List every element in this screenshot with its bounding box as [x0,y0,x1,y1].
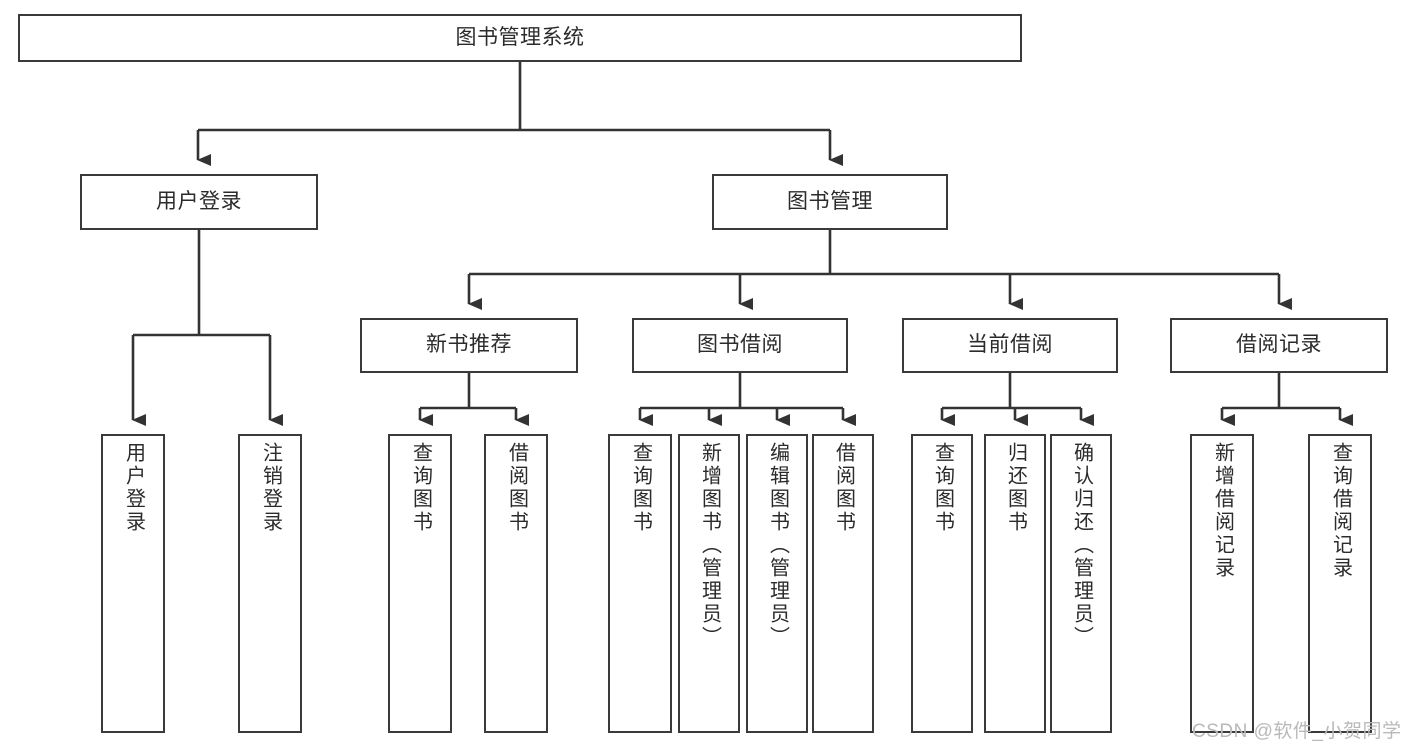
node-leaf-query-book-2-label: 查询图书 [629,442,652,534]
node-leaf-borrow-book-1-label: 借阅图书 [505,442,528,534]
node-leaf-query-book-3-label: 查询图书 [931,442,954,534]
node-leaf-borrow-book-2[interactable]: 借阅图书 [812,434,874,733]
book-borrow-connectors [638,373,856,426]
node-leaf-borrow-book-2-label: 借阅图书 [832,442,855,534]
node-leaf-user-login[interactable]: 用户登录 [101,434,165,733]
node-leaf-user-login-label: 用户登录 [122,442,145,534]
node-leaf-add-book-label: 新增图书（管理员） [698,442,721,649]
csdn-watermark: CSDN @软件_小贺同学 [1192,721,1402,742]
node-leaf-query-book-1-label: 查询图书 [409,442,432,534]
borrow-record-connectors [1220,373,1353,426]
node-book-manage[interactable]: 图书管理 [712,174,948,230]
node-borrow-record-label: 借阅记录 [1236,333,1322,357]
node-root-label: 图书管理系统 [455,25,585,49]
node-leaf-query-book-3[interactable]: 查询图书 [911,434,973,733]
user-login-connectors [131,230,283,426]
node-borrow-record[interactable]: 借阅记录 [1170,318,1388,373]
current-borrow-connectors [940,373,1094,426]
node-book-manage-label: 图书管理 [787,189,873,213]
node-new-book-recommend-label: 新书推荐 [426,333,512,357]
node-leaf-query-book-1[interactable]: 查询图书 [388,434,452,733]
book-manage-connectors [467,230,1292,310]
new-book-recommend-connectors [418,373,529,426]
node-leaf-borrow-book-1[interactable]: 借阅图书 [484,434,548,733]
root-connectors [196,62,843,166]
node-leaf-return-book[interactable]: 归还图书 [984,434,1046,733]
node-leaf-confirm-return-label: 确认归还（管理员） [1070,442,1093,649]
node-book-borrow[interactable]: 图书借阅 [632,318,848,373]
node-leaf-query-record-label: 查询借阅记录 [1329,442,1352,580]
node-leaf-query-book-2[interactable]: 查询图书 [608,434,672,733]
node-leaf-query-record[interactable]: 查询借阅记录 [1308,434,1372,733]
node-book-borrow-label: 图书借阅 [697,333,783,357]
node-current-borrow-label: 当前借阅 [967,333,1053,357]
node-current-borrow[interactable]: 当前借阅 [902,318,1118,373]
node-leaf-return-book-label: 归还图书 [1004,442,1027,534]
node-leaf-add-record-label: 新增借阅记录 [1211,442,1234,580]
node-leaf-logout[interactable]: 注销登录 [238,434,302,733]
node-new-book-recommend[interactable]: 新书推荐 [360,318,578,373]
node-leaf-logout-label: 注销登录 [259,442,282,534]
node-user-login-label: 用户登录 [156,189,242,213]
node-leaf-edit-book-label: 编辑图书（管理员） [766,442,789,649]
node-leaf-confirm-return[interactable]: 确认归还（管理员） [1050,434,1112,733]
node-user-login[interactable]: 用户登录 [80,174,318,230]
node-leaf-add-book[interactable]: 新增图书（管理员） [678,434,740,733]
node-leaf-add-record[interactable]: 新增借阅记录 [1190,434,1254,733]
node-root[interactable]: 图书管理系统 [18,14,1022,62]
node-leaf-edit-book[interactable]: 编辑图书（管理员） [746,434,808,733]
